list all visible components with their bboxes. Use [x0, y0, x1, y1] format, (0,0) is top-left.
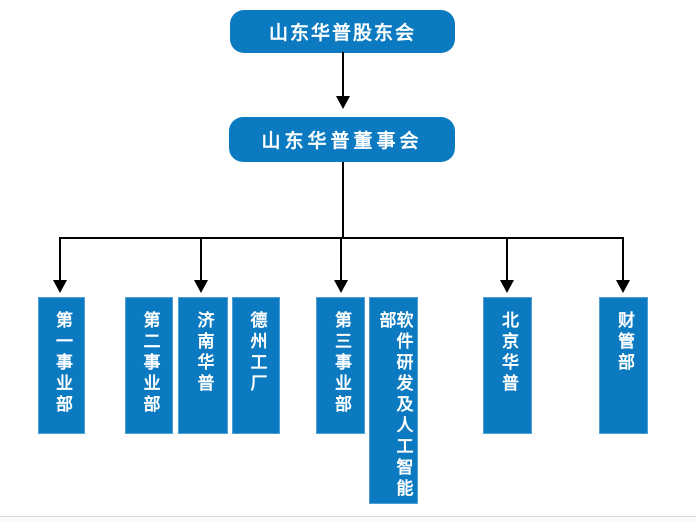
drop-arrow-2-line: [200, 237, 202, 281]
node-dept-beijing-huapu: 北京华普: [483, 297, 532, 434]
node-board-of-directors-label: 山东华普董事会: [261, 130, 423, 152]
arrow-down-icon: [500, 280, 514, 293]
drop-arrow-1-line: [59, 237, 61, 281]
footer-divider: [0, 516, 696, 517]
arrow-down-icon: [53, 280, 67, 293]
node-dept-label: 财管部: [614, 311, 634, 374]
node-dept-third-business-division: 第三事业部: [316, 297, 365, 434]
node-dept-software-rnd-ai: 软件研发及人工智能部: [369, 297, 418, 504]
node-dept-label: 第二事业部: [139, 311, 160, 416]
node-dept-second-business-division: 第二事业部: [125, 297, 173, 434]
arrow-down-icon: [336, 96, 350, 109]
footer-area: [0, 517, 696, 522]
node-shareholders-meeting-label: 山东华普股东会: [268, 22, 416, 44]
node-dept-label: 第三事业部: [331, 311, 351, 416]
node-dept-label: 软件研发及人工智能部: [375, 311, 413, 500]
arrow-down-icon: [334, 280, 348, 293]
node-dept-finance-management: 财管部: [599, 297, 648, 434]
node-dept-dezhou-factory: 德州工厂: [232, 297, 280, 434]
node-dept-label: 德州工厂: [246, 311, 267, 395]
drop-arrow-3-line: [340, 237, 342, 281]
node-dept-first-business-division: 第一事业部: [38, 297, 85, 434]
drop-arrow-4-line: [506, 237, 508, 281]
node-shareholders-meeting: 山东华普股东会: [230, 10, 455, 53]
arrow-down-icon: [194, 280, 208, 293]
connector-board-trunk-line: [342, 162, 344, 239]
arrow-down-icon: [616, 280, 630, 293]
node-dept-label: 济南华普: [193, 311, 214, 395]
connector-root-to-board-line: [342, 52, 344, 97]
node-dept-jinan-huapu: 济南华普: [178, 297, 228, 434]
node-board-of-directors: 山东华普董事会: [229, 117, 455, 162]
node-dept-label: 第一事业部: [52, 311, 72, 416]
drop-arrow-5-line: [622, 237, 624, 281]
node-dept-label: 北京华普: [498, 311, 518, 395]
